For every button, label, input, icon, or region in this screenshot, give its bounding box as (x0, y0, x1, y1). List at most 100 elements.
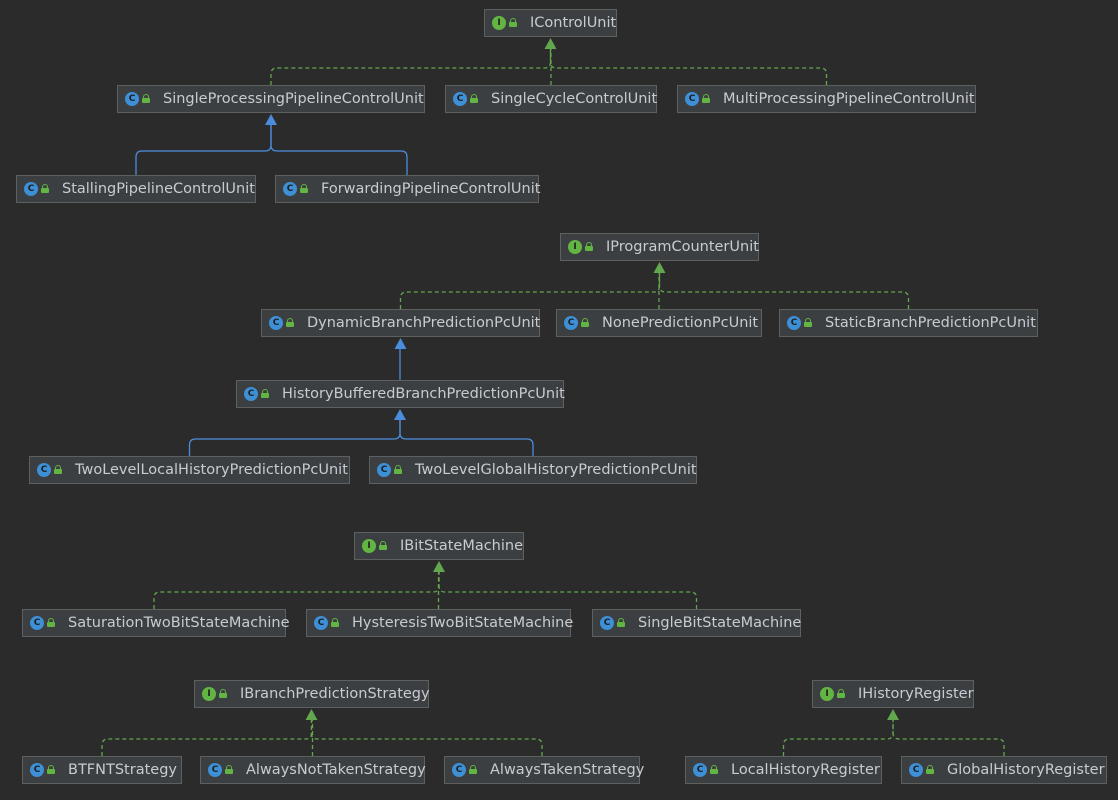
class-name: MultiProcessingPipelineControlUnit (723, 91, 975, 107)
public-visibility-icon (926, 765, 934, 774)
public-visibility-icon (509, 18, 517, 27)
implements-edge-saturation-two-bit-state-machine (153, 572, 440, 609)
class-name: IHistoryRegister (858, 686, 974, 702)
extends-edge-two-level-local-history-prediction-pc-unit (188, 420, 401, 456)
class-icon: C (562, 314, 596, 332)
public-visibility-icon (470, 94, 478, 103)
extends-arrowhead (394, 409, 406, 420)
class-name: HistoryBufferedBranchPredictionPcUnit (282, 386, 565, 402)
public-visibility-icon (225, 765, 233, 774)
class-name: AlwaysTakenStrategy (490, 762, 645, 778)
class-icon: C (267, 314, 301, 332)
public-visibility-icon (394, 465, 402, 474)
class-node-two-level-local-history-prediction-pc-unit[interactable]: C TwoLevelLocalHistoryPredictionPcUnit (29, 456, 350, 484)
extends-edge-two-level-global-history-prediction-pc-unit (399, 420, 534, 456)
class-name: GlobalHistoryRegister (947, 762, 1105, 778)
class-icon: C (691, 761, 725, 779)
implements-arrowhead (653, 262, 666, 273)
class-name: IControlUnit (530, 15, 617, 31)
public-visibility-icon (379, 541, 387, 550)
public-visibility-icon (41, 184, 49, 193)
class-node-history-buffered-branch-prediction-pc-unit[interactable]: C HistoryBufferedBranchPredictionPcUnit (236, 380, 565, 408)
public-visibility-icon (585, 242, 593, 251)
class-node-single-bit-state-machine[interactable]: C SingleBitStateMachine (592, 609, 801, 637)
class-node-local-history-register[interactable]: C LocalHistoryRegister (685, 756, 882, 784)
extends-arrowhead (265, 114, 277, 125)
class-icon: C (28, 614, 62, 632)
public-visibility-icon (54, 465, 62, 474)
class-name: IBranchPredictionStrategy (240, 686, 430, 702)
class-node-global-history-register[interactable]: C GlobalHistoryRegister (901, 756, 1107, 784)
class-name: ForwardingPipelineControlUnit (321, 181, 541, 197)
class-node-i-bit-state-machine[interactable]: I IBitStateMachine (354, 532, 524, 560)
class-node-saturation-two-bit-state-machine[interactable]: C SaturationTwoBitStateMachine (22, 609, 290, 637)
class-icon: C (312, 614, 346, 632)
class-name: TwoLevelGlobalHistoryPredictionPcUnit (415, 462, 697, 478)
implements-edge-btfnt-strategy (101, 720, 313, 756)
class-name: TwoLevelLocalHistoryPredictionPcUnit (75, 462, 348, 478)
class-node-two-level-global-history-prediction-pc-unit[interactable]: C TwoLevelGlobalHistoryPredictionPcUnit (369, 456, 697, 484)
class-node-hysteresis-two-bit-state-machine[interactable]: C HysteresisTwoBitStateMachine (306, 609, 574, 637)
class-icon: C (375, 461, 409, 479)
implements-edge-local-history-register (782, 720, 894, 756)
class-name: LocalHistoryRegister (731, 762, 880, 778)
interface-icon: I (566, 238, 600, 256)
public-visibility-icon (300, 184, 308, 193)
public-visibility-icon (47, 765, 55, 774)
class-name: SingleCycleControlUnit (491, 91, 658, 107)
class-name: IBitStateMachine (400, 538, 524, 554)
implements-edge-global-history-register (892, 720, 1005, 756)
public-visibility-icon (617, 618, 625, 627)
class-icon: C (35, 461, 69, 479)
class-icon: C (907, 761, 941, 779)
public-visibility-icon (219, 689, 227, 698)
class-name: StaticBranchPredictionPcUnit (825, 315, 1036, 331)
class-icon: C (206, 761, 240, 779)
class-icon: C (598, 614, 632, 632)
class-icon: C (451, 90, 485, 108)
implements-arrowhead (887, 709, 899, 720)
class-node-i-history-register[interactable]: I IHistoryRegister (812, 680, 974, 708)
class-node-btfnt-strategy[interactable]: C BTFNTStrategy (22, 756, 182, 784)
class-icon: C (28, 761, 62, 779)
class-node-i-branch-prediction-strategy[interactable]: I IBranchPredictionStrategy (194, 680, 430, 708)
interface-icon: I (200, 685, 234, 703)
implements-edge-always-taken-strategy (310, 720, 543, 756)
class-icon: C (242, 385, 276, 403)
class-name: DynamicBranchPredictionPcUnit (307, 315, 541, 331)
class-name: NonePredictionPcUnit (602, 315, 759, 331)
class-name: StallingPipelineControlUnit (62, 181, 255, 197)
public-visibility-icon (47, 618, 55, 627)
public-visibility-icon (710, 765, 718, 774)
public-visibility-icon (702, 94, 710, 103)
public-visibility-icon (261, 389, 269, 398)
class-node-dynamic-branch-prediction-pc-unit[interactable]: C DynamicBranchPredictionPcUnit (261, 309, 540, 337)
public-visibility-icon (142, 94, 150, 103)
class-name: SaturationTwoBitStateMachine (68, 615, 290, 631)
class-name: HysteresisTwoBitStateMachine (352, 615, 574, 631)
implements-arrowhead (433, 561, 445, 572)
class-node-single-cycle-control-unit[interactable]: C SingleCycleControlUnit (445, 85, 657, 113)
class-node-none-prediction-pc-unit[interactable]: C NonePredictionPcUnit (556, 309, 762, 337)
interface-icon: I (360, 537, 394, 555)
public-visibility-icon (331, 618, 339, 627)
extends-edge-stalling-pipeline-control-unit (135, 125, 272, 175)
extends-edge-forwarding-pipeline-control-unit (270, 125, 408, 175)
class-name: SingleBitStateMachine (638, 615, 802, 631)
extends-arrowhead (394, 338, 407, 349)
public-visibility-icon (804, 318, 812, 327)
implements-edge-static-branch-prediction-pc-unit (658, 273, 910, 309)
abstract-class-icon: C (123, 90, 157, 108)
interface-icon: I (818, 685, 852, 703)
class-name: BTFNTStrategy (68, 762, 177, 778)
implements-edge-single-bit-state-machine (438, 572, 698, 609)
